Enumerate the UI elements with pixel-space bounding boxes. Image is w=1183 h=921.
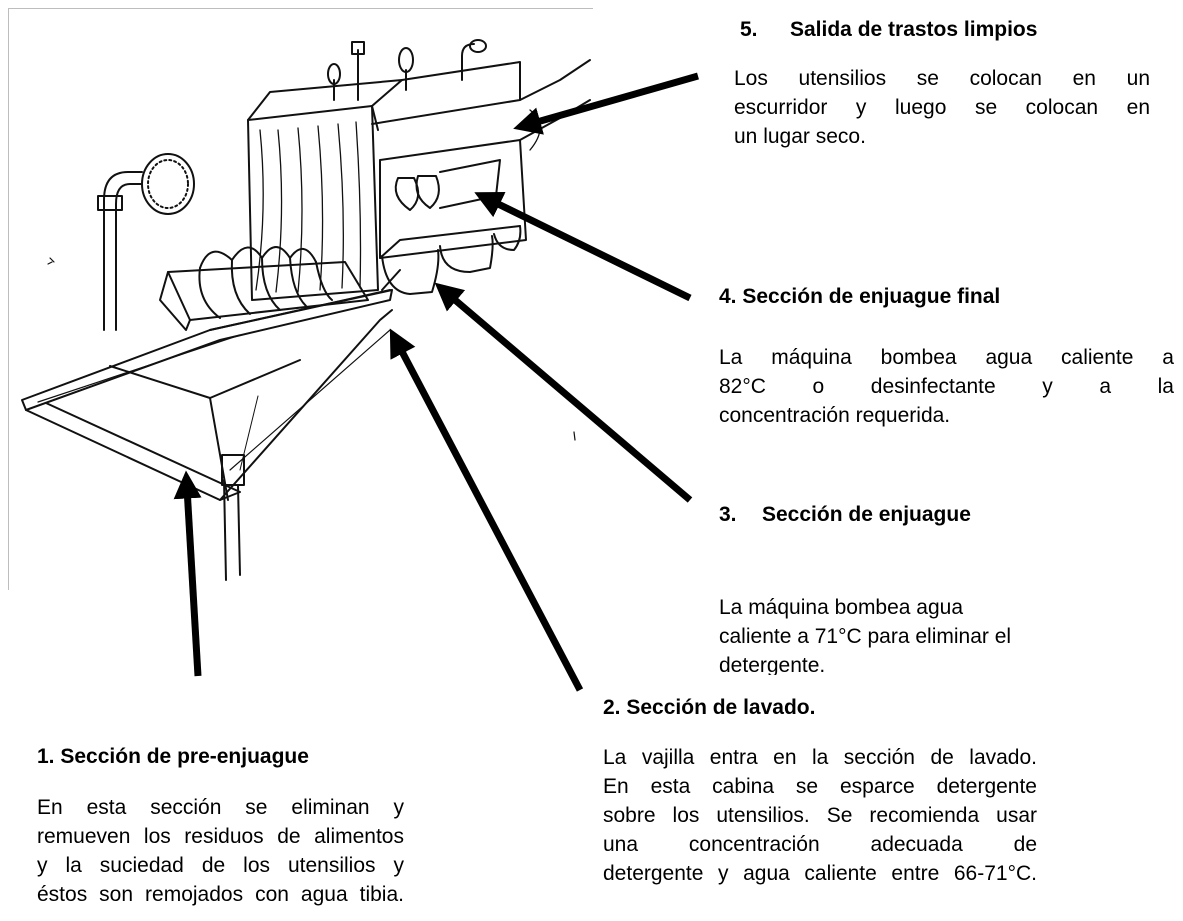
section-5-title: Salida de trastos limpios xyxy=(790,18,1038,41)
section-2-line: detergente y agua caliente entre 66-71°C… xyxy=(603,862,1037,885)
section-5-number: 5. xyxy=(740,18,758,41)
outlet-tray xyxy=(379,225,521,291)
section-3-line: La máquina bombea agua xyxy=(719,596,964,619)
section-2-heading: 2. Sección de lavado. xyxy=(603,695,815,721)
section-3-line: caliente a 71°C para eliminar el xyxy=(719,625,1012,648)
section-2-line: La vajilla entra en la sección de lavado… xyxy=(603,746,1037,769)
section-4-line: 82°C o desinfectante y a la xyxy=(719,375,1174,398)
sprayer-head-icon xyxy=(97,153,195,331)
section-4-line: concentración requerida. xyxy=(719,404,951,427)
section-1-title: Sección de pre-enjuague xyxy=(60,745,309,768)
section-3-description: La máquina bombea agua caliente a 71°C p… xyxy=(719,593,1019,675)
section-2-line: sobre los utensilios. Se recomienda usar xyxy=(603,804,1037,827)
section-1-line: y la suciedad de los utensilios y xyxy=(37,854,404,877)
rinse-tanks xyxy=(379,59,591,295)
section-1-line: En esta sección se eliminan y xyxy=(37,796,404,819)
section-4-description: La máquina bombea agua caliente a 82°C o… xyxy=(719,343,1174,430)
section-1-number: 1. xyxy=(37,745,55,768)
machine-legs xyxy=(221,454,245,581)
section-1-heading: 1. Sección de pre-enjuague xyxy=(37,744,309,770)
section-2-number: 2. xyxy=(603,696,621,719)
section-1-line: remueven los residuos de alimentos xyxy=(37,825,404,848)
section-4-heading: 4. Sección de enjuague final xyxy=(719,284,1000,310)
section-1-description: En esta sección se eliminan y remueven l… xyxy=(37,793,404,909)
section-2-title: Sección de lavado. xyxy=(626,696,816,719)
scratch-mark xyxy=(47,257,55,265)
section-2-line: En esta cabina se esparce detergente xyxy=(603,775,1037,798)
section-5-description: Los utensilios se colocan en un escurrid… xyxy=(734,64,1150,151)
section-3-number: 3. xyxy=(719,503,737,526)
pre-rinse-table xyxy=(21,289,393,501)
section-2-description: La vajilla entra en la sección de lavado… xyxy=(603,743,1037,888)
scratch-mark xyxy=(573,431,576,441)
section-5-line: un lugar seco. xyxy=(734,125,866,148)
section-5-line: escurridor y luego se colocan en xyxy=(734,96,1150,119)
section-3-heading: 3. Sección de enjuague xyxy=(719,502,971,528)
section-4-title: Sección de enjuague final xyxy=(742,285,1001,308)
section-2-line: una concentración adecuada de xyxy=(603,833,1037,856)
section-1-line: éstos son remojados con agua tibia. xyxy=(37,883,404,906)
section-3-title: Sección de enjuague xyxy=(762,503,971,526)
illustration-frame xyxy=(8,8,593,590)
section-4-number: 4. xyxy=(719,285,737,308)
section-4-line: La máquina bombea agua caliente a xyxy=(719,346,1174,369)
section-5-heading: 5. Salida de trastos limpios xyxy=(740,17,1037,43)
section-5-line: Los utensilios se colocan en un xyxy=(734,67,1150,90)
section-3-line: detergente. xyxy=(719,654,826,675)
dish-rack-front xyxy=(159,246,369,331)
control-knobs xyxy=(327,39,487,101)
